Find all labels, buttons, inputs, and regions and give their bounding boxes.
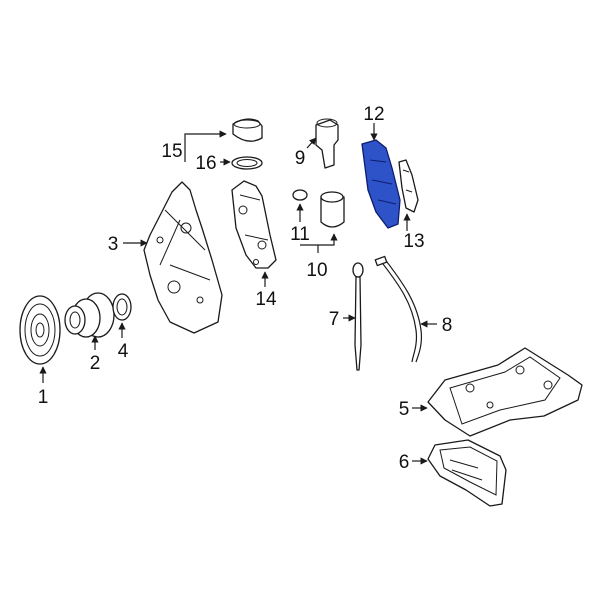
callout-3: 3 [108, 234, 119, 255]
part-1-pulley [19, 295, 61, 365]
callout-4: 4 [118, 341, 129, 362]
callout-5: 5 [399, 399, 410, 420]
part-8-dipstick-tube [374, 255, 423, 363]
callout-2: 2 [90, 353, 101, 374]
leader-10 [300, 233, 338, 246]
callout-14: 14 [255, 289, 277, 310]
leader-15-cap [184, 130, 227, 150]
part-9-separator [315, 118, 339, 169]
leader-9 [306, 137, 317, 149]
part-3-timing-cover [143, 181, 223, 334]
callout-9: 9 [295, 148, 306, 169]
callout-16: 16 [195, 153, 216, 174]
callout-15: 15 [161, 141, 182, 162]
part-5-upper-oil-pan [427, 347, 583, 437]
part-10-oil-filter [320, 191, 345, 228]
callout-1: 1 [38, 387, 49, 408]
callout-13: 13 [403, 231, 424, 252]
part-15-filler-cap [232, 118, 263, 142]
part-2-damper [64, 292, 115, 338]
callout-8: 8 [442, 315, 453, 336]
part-13-gasket [398, 159, 419, 213]
leader-lines [39, 123, 437, 465]
callout-10: 10 [306, 260, 327, 281]
callout-7: 7 [329, 309, 340, 330]
part-4-seal [112, 293, 132, 321]
part-16-gasket [231, 156, 263, 170]
part-6-lower-oil-pan [427, 439, 507, 507]
part-11-o-ring [292, 189, 308, 201]
callout-6: 6 [399, 452, 410, 473]
part-12-filter-housing-highlighted [361, 139, 401, 229]
callout-labels: 1 2 3 4 5 6 7 8 9 10 11 12 13 14 15 16 [38, 104, 453, 473]
callout-11: 11 [290, 224, 310, 245]
part-14-cover-plate [231, 180, 277, 269]
callout-12: 12 [363, 104, 384, 125]
part-7-dipstick [352, 262, 364, 371]
